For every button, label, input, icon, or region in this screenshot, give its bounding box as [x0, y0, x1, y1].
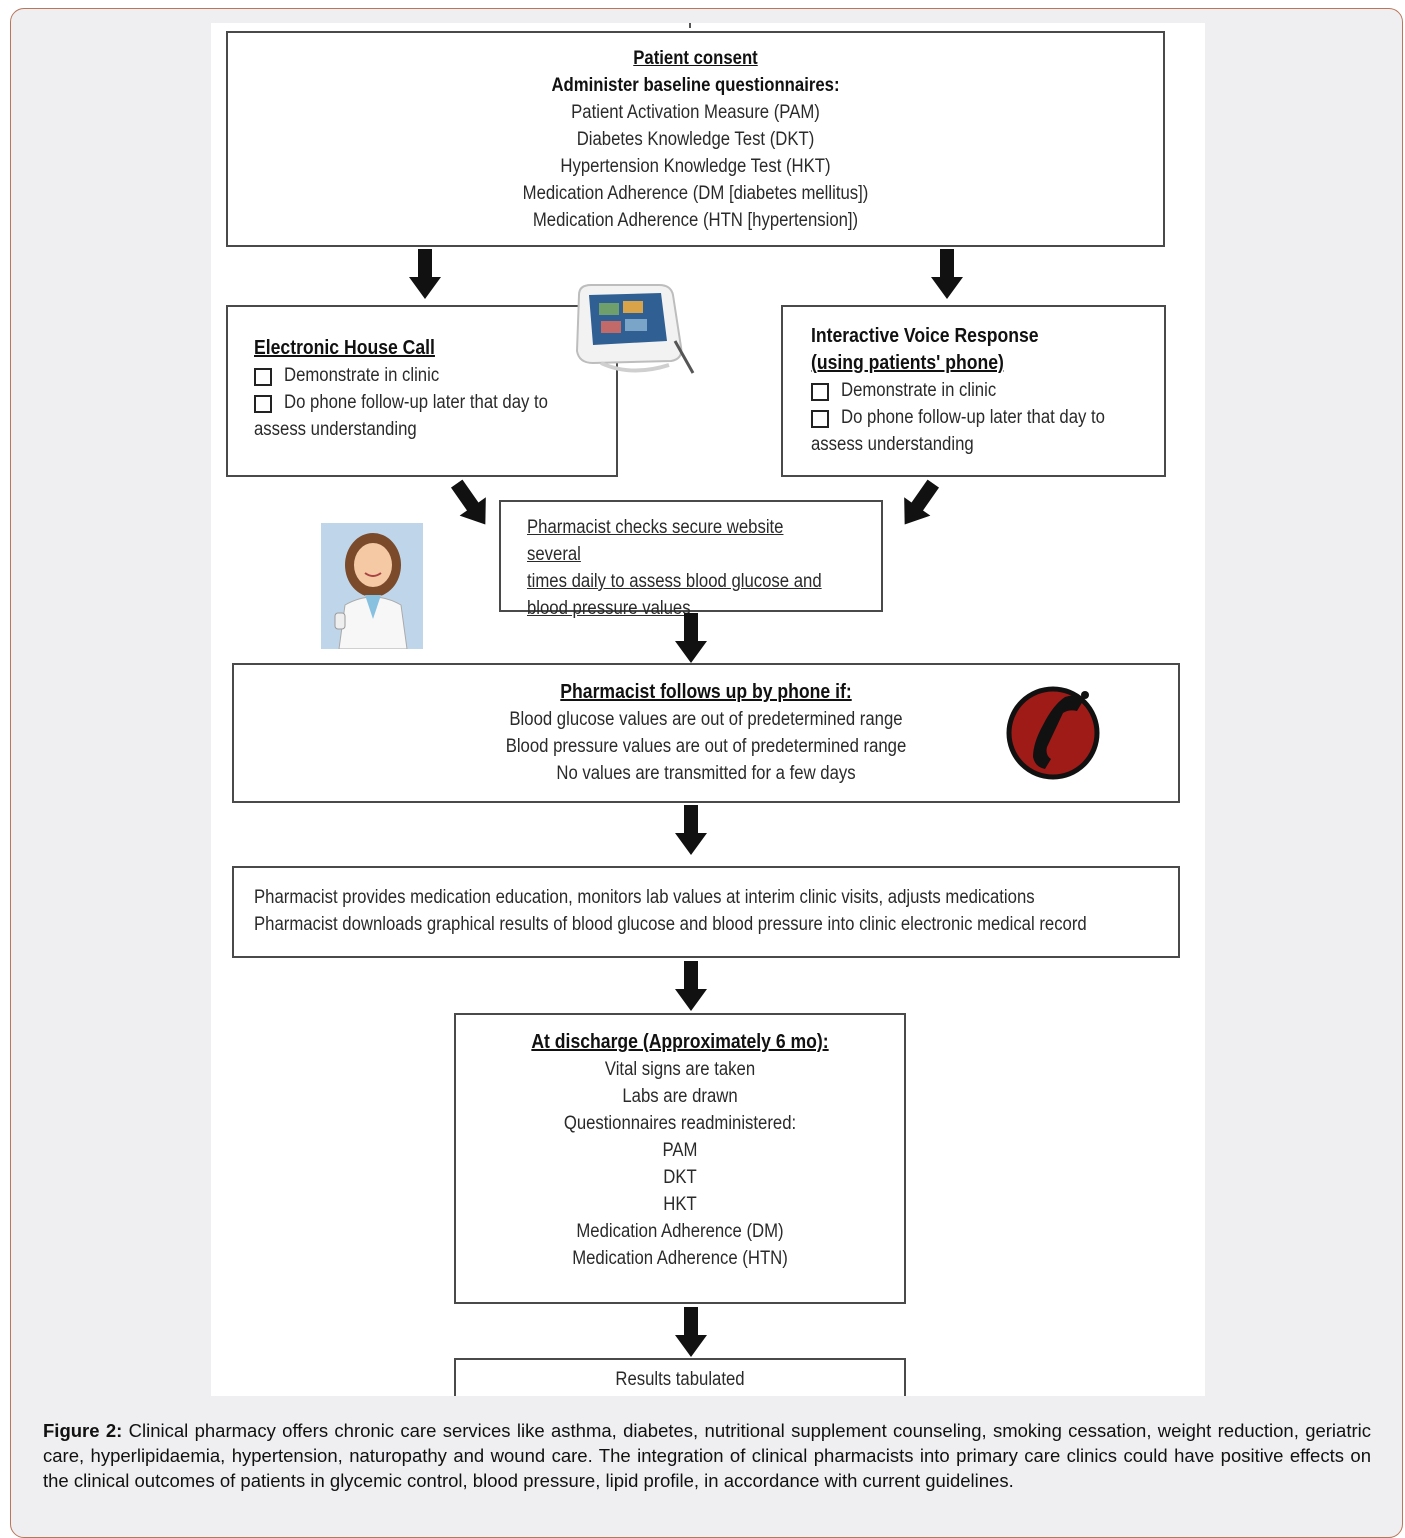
website-line: Pharmacist checks secure website several	[527, 517, 784, 565]
discharge-item: Questionnaires readministered:	[563, 1113, 797, 1134]
website-box: Pharmacist checks secure website several…	[499, 500, 883, 619]
discharge-item: HKT	[663, 1194, 697, 1215]
ivr-heading: Interactive Voice Response	[811, 325, 1039, 347]
website-line: times daily to assess blood glucose and	[527, 571, 822, 592]
house-call-heading: Electronic House Call	[254, 337, 435, 359]
arrow-down-icon	[675, 961, 707, 1011]
consent-subheading: Administer baseline questionnaires:	[551, 75, 840, 96]
checkbox-icon	[811, 410, 829, 428]
consent-heading: Patient consent	[633, 48, 758, 69]
caption-label: Figure 2:	[43, 1420, 123, 1441]
caption-text: Clinical pharmacy offers chronic care se…	[43, 1420, 1371, 1491]
discharge-item: DKT	[663, 1167, 697, 1188]
ivr-box: Interactive Voice Response (using patien…	[781, 305, 1166, 477]
telephone-badge-icon	[1006, 686, 1100, 780]
consent-item: Medication Adherence (DM [diabetes melli…	[522, 183, 869, 204]
house-call-check-label: Do phone follow-up later that day to	[284, 392, 548, 413]
checkbox-icon	[811, 383, 829, 401]
top-tick	[689, 23, 691, 28]
followup-item: Blood pressure values are out of predete…	[505, 736, 907, 757]
house-call-check-label: Demonstrate in clinic	[284, 365, 440, 386]
checkbox-icon	[254, 368, 272, 386]
house-call-check-label-cont: assess understanding	[254, 419, 417, 440]
discharge-heading: At discharge (Approximately 6 mo):	[531, 1031, 829, 1053]
telemonitor-device-icon	[575, 284, 695, 374]
consent-item: Medication Adherence (HTN [hypertension]…	[532, 210, 859, 231]
consent-item: Patient Activation Measure (PAM)	[571, 102, 820, 123]
arrow-down-icon	[675, 613, 707, 663]
discharge-item: Medication Adherence (DM)	[576, 1221, 784, 1242]
website-line: blood pressure values	[527, 598, 691, 619]
followup-item: Blood glucose values are out of predeter…	[509, 709, 903, 730]
education-line: Pharmacist provides medication education…	[254, 887, 1035, 908]
education-line: Pharmacist downloads graphical results o…	[254, 914, 1087, 935]
consent-box: Patient consent Administer baseline ques…	[226, 31, 1165, 247]
ivr-check-label: Do phone follow-up later that day to	[841, 407, 1105, 428]
consent-item: Diabetes Knowledge Test (DKT)	[576, 129, 815, 150]
followup-item: No values are transmitted for a few days	[556, 763, 856, 784]
figure-caption: Figure 2: Clinical pharmacy offers chron…	[43, 1418, 1371, 1493]
education-box: Pharmacist provides medication education…	[232, 866, 1180, 958]
house-call-check-row: Demonstrate in clinic	[254, 362, 616, 389]
ivr-subheading: (using patients' phone)	[811, 352, 1004, 374]
discharge-item: Medication Adherence (HTN)	[572, 1248, 788, 1269]
pharmacist-illustration	[321, 523, 423, 649]
ivr-check-label-cont: assess understanding	[811, 434, 974, 455]
discharge-item: Labs are drawn	[622, 1086, 738, 1107]
discharge-box: At discharge (Approximately 6 mo): Vital…	[454, 1013, 906, 1304]
house-call-check-row: Do phone follow-up later that day to	[254, 389, 616, 416]
checkbox-icon	[254, 395, 272, 413]
house-call-box: Electronic House Call Demonstrate in cli…	[226, 305, 618, 477]
ivr-check-label: Demonstrate in clinic	[841, 380, 997, 401]
arrow-down-icon	[904, 479, 940, 525]
discharge-item: PAM	[662, 1140, 698, 1161]
results-text: Results tabulated	[615, 1369, 745, 1390]
arrow-down-icon	[675, 805, 707, 855]
ivr-check-row: Do phone follow-up later that day to	[811, 404, 1164, 431]
ivr-check-row: Demonstrate in clinic	[811, 377, 1164, 404]
arrow-down-icon	[675, 1307, 707, 1357]
discharge-item: Vital signs are taken	[604, 1059, 756, 1080]
consent-item: Hypertension Knowledge Test (HKT)	[560, 156, 831, 177]
results-box: Results tabulated	[454, 1358, 906, 1396]
arrow-down-icon	[450, 479, 486, 525]
arrow-down-icon	[409, 249, 441, 299]
followup-heading: Pharmacist follows up by phone if:	[560, 681, 852, 703]
arrow-down-icon	[931, 249, 963, 299]
flowchart-canvas: Patient consent Administer baseline ques…	[211, 23, 1205, 1396]
